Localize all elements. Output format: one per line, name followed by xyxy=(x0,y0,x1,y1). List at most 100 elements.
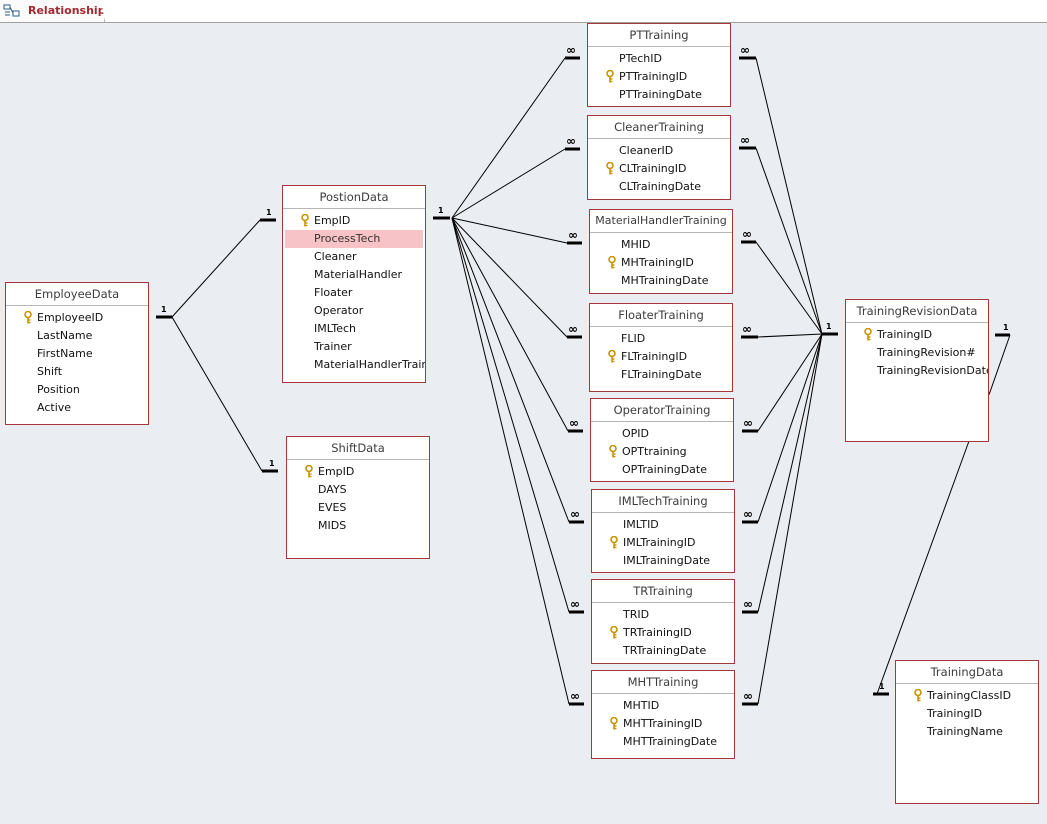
field-mh-training-id[interactable]: MHTrainingID xyxy=(590,254,732,272)
field-eves[interactable]: EVES xyxy=(318,501,347,514)
field-days[interactable]: DAYS xyxy=(318,483,347,496)
cardinality-one-label: 1 xyxy=(269,459,275,468)
field-mh-id[interactable]: MHID xyxy=(621,238,651,251)
table-operator-training[interactable]: OperatorTraining OPID OPTtraining OPTrai… xyxy=(590,398,734,482)
cardinality-one-label: 1 xyxy=(879,682,885,691)
field-active[interactable]: Active xyxy=(37,401,72,414)
table-title[interactable]: TrainingData xyxy=(896,661,1038,684)
cardinality-many-label: ∞ xyxy=(568,322,578,336)
field-emp-id[interactable]: EmpID xyxy=(283,212,425,230)
field-iml-training-id[interactable]: IMLTrainingID xyxy=(592,534,734,552)
field-last-name[interactable]: LastName xyxy=(37,329,93,342)
field-fl-training-id[interactable]: FLTrainingID xyxy=(590,348,732,366)
field-cleaner[interactable]: Cleaner xyxy=(314,250,357,263)
field-employee-id[interactable]: EmployeeID xyxy=(6,309,148,327)
primary-key-icon xyxy=(24,311,32,324)
field-mht-id[interactable]: MHTID xyxy=(623,699,660,712)
field-tr-training-date[interactable]: TRTrainingDate xyxy=(623,644,707,657)
field-trainer[interactable]: Trainer xyxy=(314,340,352,353)
cardinality-many-label: ∞ xyxy=(570,597,580,611)
field-cleaner-id[interactable]: CleanerID xyxy=(619,144,674,157)
field-iml-training-date[interactable]: IMLTrainingDate xyxy=(623,554,711,567)
table-title[interactable]: ShiftData xyxy=(287,437,429,460)
table-iml-tech-training[interactable]: IMLTechTraining IMLTID IMLTrainingID IML… xyxy=(591,489,735,573)
field-first-name[interactable]: FirstName xyxy=(37,347,93,360)
field-training-class-id[interactable]: TrainingClassID xyxy=(896,687,1038,705)
primary-key-icon xyxy=(914,689,922,702)
field-cl-training-date[interactable]: CLTrainingDate xyxy=(619,180,701,193)
field-operator[interactable]: Operator xyxy=(314,304,364,317)
field-pt-training-date[interactable]: PTTrainingDate xyxy=(619,88,702,101)
field-training-id[interactable]: TrainingID xyxy=(927,707,983,720)
table-position-data[interactable]: PostionData EmpID ProcessTech Cleaner Ma… xyxy=(282,185,426,383)
field-training-revision-date[interactable]: TrainingRevisionDate xyxy=(877,364,989,377)
table-title[interactable]: MHTTraining xyxy=(592,671,734,694)
table-employee-data[interactable]: EmployeeData EmployeeID LastName FirstNa… xyxy=(5,282,149,425)
table-pt-training[interactable]: PTTraining PTechID PTTrainingID PTTraini… xyxy=(587,23,731,107)
field-iml-tid[interactable]: IMLTID xyxy=(623,518,659,531)
field-mht-training-date[interactable]: MHTTrainingDate xyxy=(623,735,717,748)
field-cl-training-id[interactable]: CLTrainingID xyxy=(588,160,730,178)
primary-key-icon xyxy=(301,214,309,227)
field-fl-id[interactable]: FLID xyxy=(621,332,646,345)
cardinality-one-label: 1 xyxy=(161,305,167,314)
table-title[interactable]: MaterialHandlerTraining xyxy=(590,210,732,233)
relationships-tab[interactable]: Relationships xyxy=(0,0,105,22)
table-material-handler-training[interactable]: MaterialHandlerTraining MHID MHTrainingI… xyxy=(589,209,733,294)
table-shift-data[interactable]: ShiftData EmpID DAYS EVES MIDS xyxy=(286,436,430,559)
table-title[interactable]: IMLTechTraining xyxy=(592,490,734,513)
field-tr-id[interactable]: TRID xyxy=(623,608,650,621)
primary-key-icon xyxy=(606,70,614,83)
field-op-id[interactable]: OPID xyxy=(622,427,650,440)
table-training-data[interactable]: TrainingData TrainingClassID TrainingID … xyxy=(895,660,1039,804)
table-cleaner-training[interactable]: CleanerTraining CleanerID CLTrainingID C… xyxy=(587,115,731,200)
cardinality-many-label: ∞ xyxy=(566,134,576,148)
field-floater[interactable]: Floater xyxy=(314,286,353,299)
cardinality-one-label: 1 xyxy=(438,206,444,215)
field-material-handler-trainer[interactable]: MaterialHandlerTrainer xyxy=(314,358,425,371)
cardinality-many-label: ∞ xyxy=(743,597,753,611)
field-mh-training-date[interactable]: MHTrainingDate xyxy=(621,274,709,287)
field-iml-tech[interactable]: IMLTech xyxy=(314,322,356,335)
cardinality-many-label: ∞ xyxy=(569,416,579,430)
tab-label: Relationships xyxy=(28,4,113,17)
table-floater-training[interactable]: FloaterTraining FLID FLTrainingID FLTrai… xyxy=(589,303,733,392)
field-mht-training-id[interactable]: MHTTrainingID xyxy=(592,715,734,733)
table-title[interactable]: FloaterTraining xyxy=(590,304,732,327)
table-training-revision-data[interactable]: TrainingRevisionData TrainingID Training… xyxy=(845,299,989,442)
document-tab-bar: Relationships xyxy=(0,0,1047,23)
table-title[interactable]: EmployeeData xyxy=(6,283,148,306)
table-mht-training[interactable]: MHTTraining MHTID MHTTrainingID MHTTrain… xyxy=(591,670,735,759)
primary-key-icon xyxy=(609,445,617,458)
table-title[interactable]: TrainingRevisionData xyxy=(846,300,988,323)
field-tr-training-id[interactable]: TRTrainingID xyxy=(592,624,734,642)
cardinality-many-label: ∞ xyxy=(742,227,752,241)
field-ptech-id[interactable]: PTechID xyxy=(619,52,662,65)
cardinality-many-label: ∞ xyxy=(570,689,580,703)
field-training-id[interactable]: TrainingID xyxy=(846,326,988,344)
table-title[interactable]: OperatorTraining xyxy=(591,399,733,422)
table-title[interactable]: TRTraining xyxy=(592,580,734,603)
field-op-training[interactable]: OPTtraining xyxy=(591,443,733,461)
table-title[interactable]: CleanerTraining xyxy=(588,116,730,139)
field-shift[interactable]: Shift xyxy=(37,365,63,378)
field-process-tech[interactable]: ProcessTech xyxy=(285,230,423,248)
primary-key-icon xyxy=(864,328,872,341)
primary-key-icon xyxy=(610,536,618,549)
field-fl-training-date[interactable]: FLTrainingDate xyxy=(621,368,702,381)
field-position[interactable]: Position xyxy=(37,383,80,396)
primary-key-icon xyxy=(305,465,313,478)
cardinality-many-label: ∞ xyxy=(740,43,750,57)
field-emp-id[interactable]: EmpID xyxy=(287,463,429,481)
cardinality-many-label: ∞ xyxy=(568,228,578,242)
field-training-name[interactable]: TrainingName xyxy=(927,725,1003,738)
field-pt-training-id[interactable]: PTTrainingID xyxy=(588,68,730,86)
table-tr-training[interactable]: TRTraining TRID TRTrainingID TRTrainingD… xyxy=(591,579,735,664)
cardinality-many-label: ∞ xyxy=(743,416,753,430)
field-material-handler[interactable]: MaterialHandler xyxy=(314,268,402,281)
table-title[interactable]: PostionData xyxy=(283,186,425,209)
field-training-revision-number[interactable]: TrainingRevision# xyxy=(877,346,976,359)
field-mids[interactable]: MIDS xyxy=(318,519,347,532)
field-op-training-date[interactable]: OPTrainingDate xyxy=(622,463,707,476)
table-title[interactable]: PTTraining xyxy=(588,24,730,47)
